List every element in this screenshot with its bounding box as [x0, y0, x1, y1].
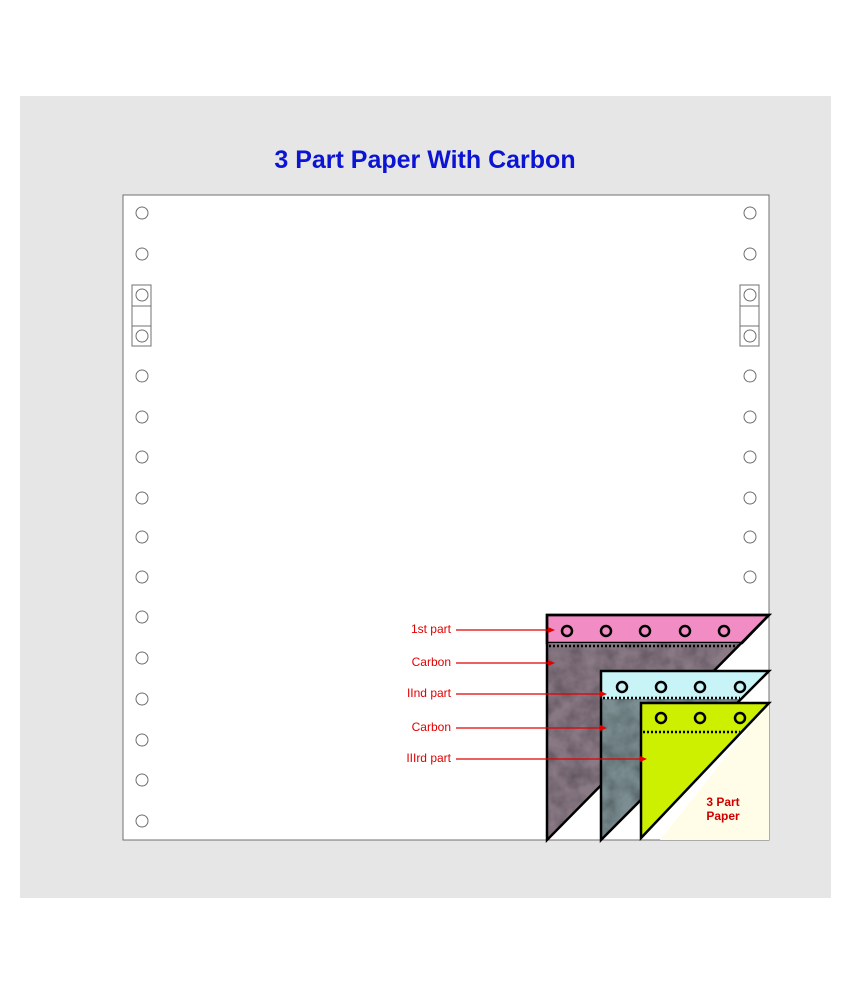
tractor-hole-right [743, 247, 757, 261]
perforation-box-right [739, 284, 760, 347]
layer-3rd-part [639, 701, 772, 842]
corner-background [660, 702, 769, 840]
tag-line-1: 3 Part [706, 795, 739, 809]
part3-holes [654, 711, 747, 725]
tractor-hole-right [743, 329, 757, 343]
part2-strip [601, 671, 769, 699]
tractor-hole-left [135, 692, 149, 706]
tractor-hole-left [135, 773, 149, 787]
tractor-hole-left [135, 733, 149, 747]
tractor-hole-left [135, 570, 149, 584]
perforation-box-left [131, 284, 152, 347]
part2-holes [615, 680, 747, 694]
part3-sheet [639, 701, 772, 842]
tractor-hole-right [743, 530, 757, 544]
label-carbon-1: Carbon [412, 655, 451, 669]
tractor-hole-left [135, 288, 149, 302]
tractor-hole-right [743, 410, 757, 424]
tractor-hole-left [135, 206, 149, 220]
tractor-hole-left [135, 491, 149, 505]
arrowhead-3rd-part [640, 756, 647, 762]
tractor-hole-right [743, 570, 757, 584]
page-title: 3 Part Paper With Carbon [274, 146, 576, 174]
tractor-hole-right [743, 450, 757, 464]
arrowhead-carbon-2 [600, 725, 607, 731]
tag-line-2: Paper [706, 809, 740, 823]
label-carbon-2: Carbon [412, 720, 451, 734]
arrowhead-1st-part [548, 627, 555, 633]
tractor-hole-left [135, 329, 149, 343]
tractor-hole-right [743, 369, 757, 383]
tractor-hole-left [135, 247, 149, 261]
tractor-hole-left [135, 814, 149, 828]
tractor-hole-left [135, 651, 149, 665]
label-2nd-part: IInd part [407, 686, 452, 700]
tractor-holes [135, 206, 757, 828]
tractor-hole-left [135, 450, 149, 464]
part1-strip [545, 613, 772, 645]
tractor-hole-left [135, 369, 149, 383]
label-3rd-part: IIIrd part [406, 751, 451, 765]
label-1st-part: 1st part [411, 622, 452, 636]
tractor-hole-right [743, 288, 757, 302]
tractor-hole-left [135, 410, 149, 424]
tractor-hole-left [135, 610, 149, 624]
labels: 1st part Carbon IInd part Carbon IIIrd p… [406, 622, 647, 765]
tractor-hole-right [743, 491, 757, 505]
arrowhead-carbon-1 [548, 660, 555, 666]
part1-holes [560, 624, 731, 638]
tractor-hole-right [743, 206, 757, 220]
tractor-hole-left [135, 530, 149, 544]
arrowhead-2nd-part [600, 691, 607, 697]
